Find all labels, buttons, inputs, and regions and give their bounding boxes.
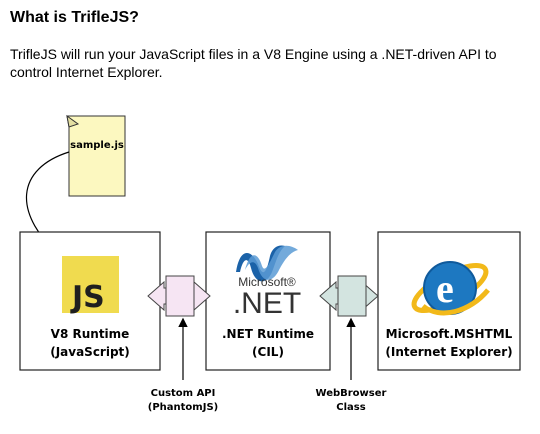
javascript-logo-icon: JS [62,256,119,315]
net-runtime-label: .NET Runtime [222,327,314,341]
sample-js-file-icon [66,114,126,197]
svg-text:Microsoft®: Microsoft® [238,275,296,289]
svg-text:e: e [436,266,454,311]
v8-runtime-label: V8 Runtime [51,327,130,341]
custom-api-block [165,275,195,317]
sample-js-label: sample.js [70,140,124,151]
net-runtime-box [205,231,331,371]
webbrowser-label: WebBrowser [316,388,387,399]
webbrowser-sublabel: Class [336,402,365,413]
page-description: TrifleJS will run your JavaScript files … [10,46,497,80]
v8-runtime-sublabel: (JavaScript) [50,345,130,359]
custom-api-sublabel: (PhantomJS) [148,402,218,413]
mshtml-sublabel: (Internet Explorer) [385,345,512,359]
internet-explorer-logo-icon: e [411,261,490,316]
svg-text:JS: JS [70,280,105,315]
mshtml-label: Microsoft.MSHTML [386,327,513,341]
svg-text:.NET: .NET [233,287,301,320]
custom-api-label: Custom API [151,388,216,399]
dotnet-logo-icon: Microsoft® .NET [233,245,301,320]
net-runtime-sublabel: (CIL) [252,345,284,359]
v8-runtime-box [19,231,161,371]
webbrowser-block [337,275,367,317]
page-title: What is TrifleJS? [10,9,139,26]
